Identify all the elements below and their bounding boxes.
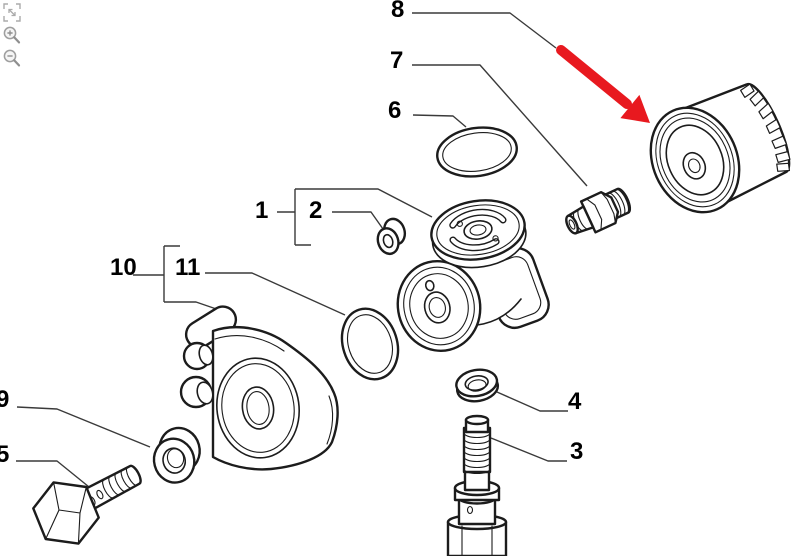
callout-leader-lines (16, 12, 588, 492)
zoom-out-icon (3, 49, 21, 67)
part-callout-8[interactable]: 8 (391, 0, 405, 23)
part-callout-1[interactable]: 1 (255, 197, 269, 224)
viewer-toolbar (2, 2, 22, 69)
part-callout-10[interactable]: 10 (110, 254, 137, 281)
part-bushing (376, 217, 407, 256)
zoom-out-button[interactable] (2, 48, 22, 69)
part-callout-6[interactable]: 6 (388, 97, 402, 124)
part-o-ring (436, 126, 518, 178)
part-filter-housing (396, 199, 550, 352)
fit-screen-icon (3, 3, 21, 22)
part-callout-9[interactable]: 9 (0, 386, 10, 413)
part-gasket (340, 307, 400, 381)
part-callout-4[interactable]: 4 (568, 388, 582, 415)
zoom-in-icon (3, 26, 21, 44)
part-oil-filter (649, 82, 791, 214)
zoom-in-button[interactable] (2, 25, 22, 46)
part-oil-cooler (179, 305, 339, 471)
part-callout-5[interactable]: 5 (0, 441, 10, 468)
part-callout-11[interactable]: 11 (175, 254, 201, 281)
part-washer-9 (152, 426, 201, 484)
highlight-arrow (556, 45, 650, 123)
part-callout-2[interactable]: 2 (309, 197, 323, 224)
part-washer-4 (455, 368, 500, 403)
part-callout-3[interactable]: 3 (570, 438, 584, 465)
part-union-fitting (565, 187, 632, 235)
part-callout-7[interactable]: 7 (390, 47, 404, 74)
fit-to-page-button[interactable] (2, 2, 22, 23)
part-union-stud (446, 414, 508, 556)
part-bolt (32, 464, 142, 545)
